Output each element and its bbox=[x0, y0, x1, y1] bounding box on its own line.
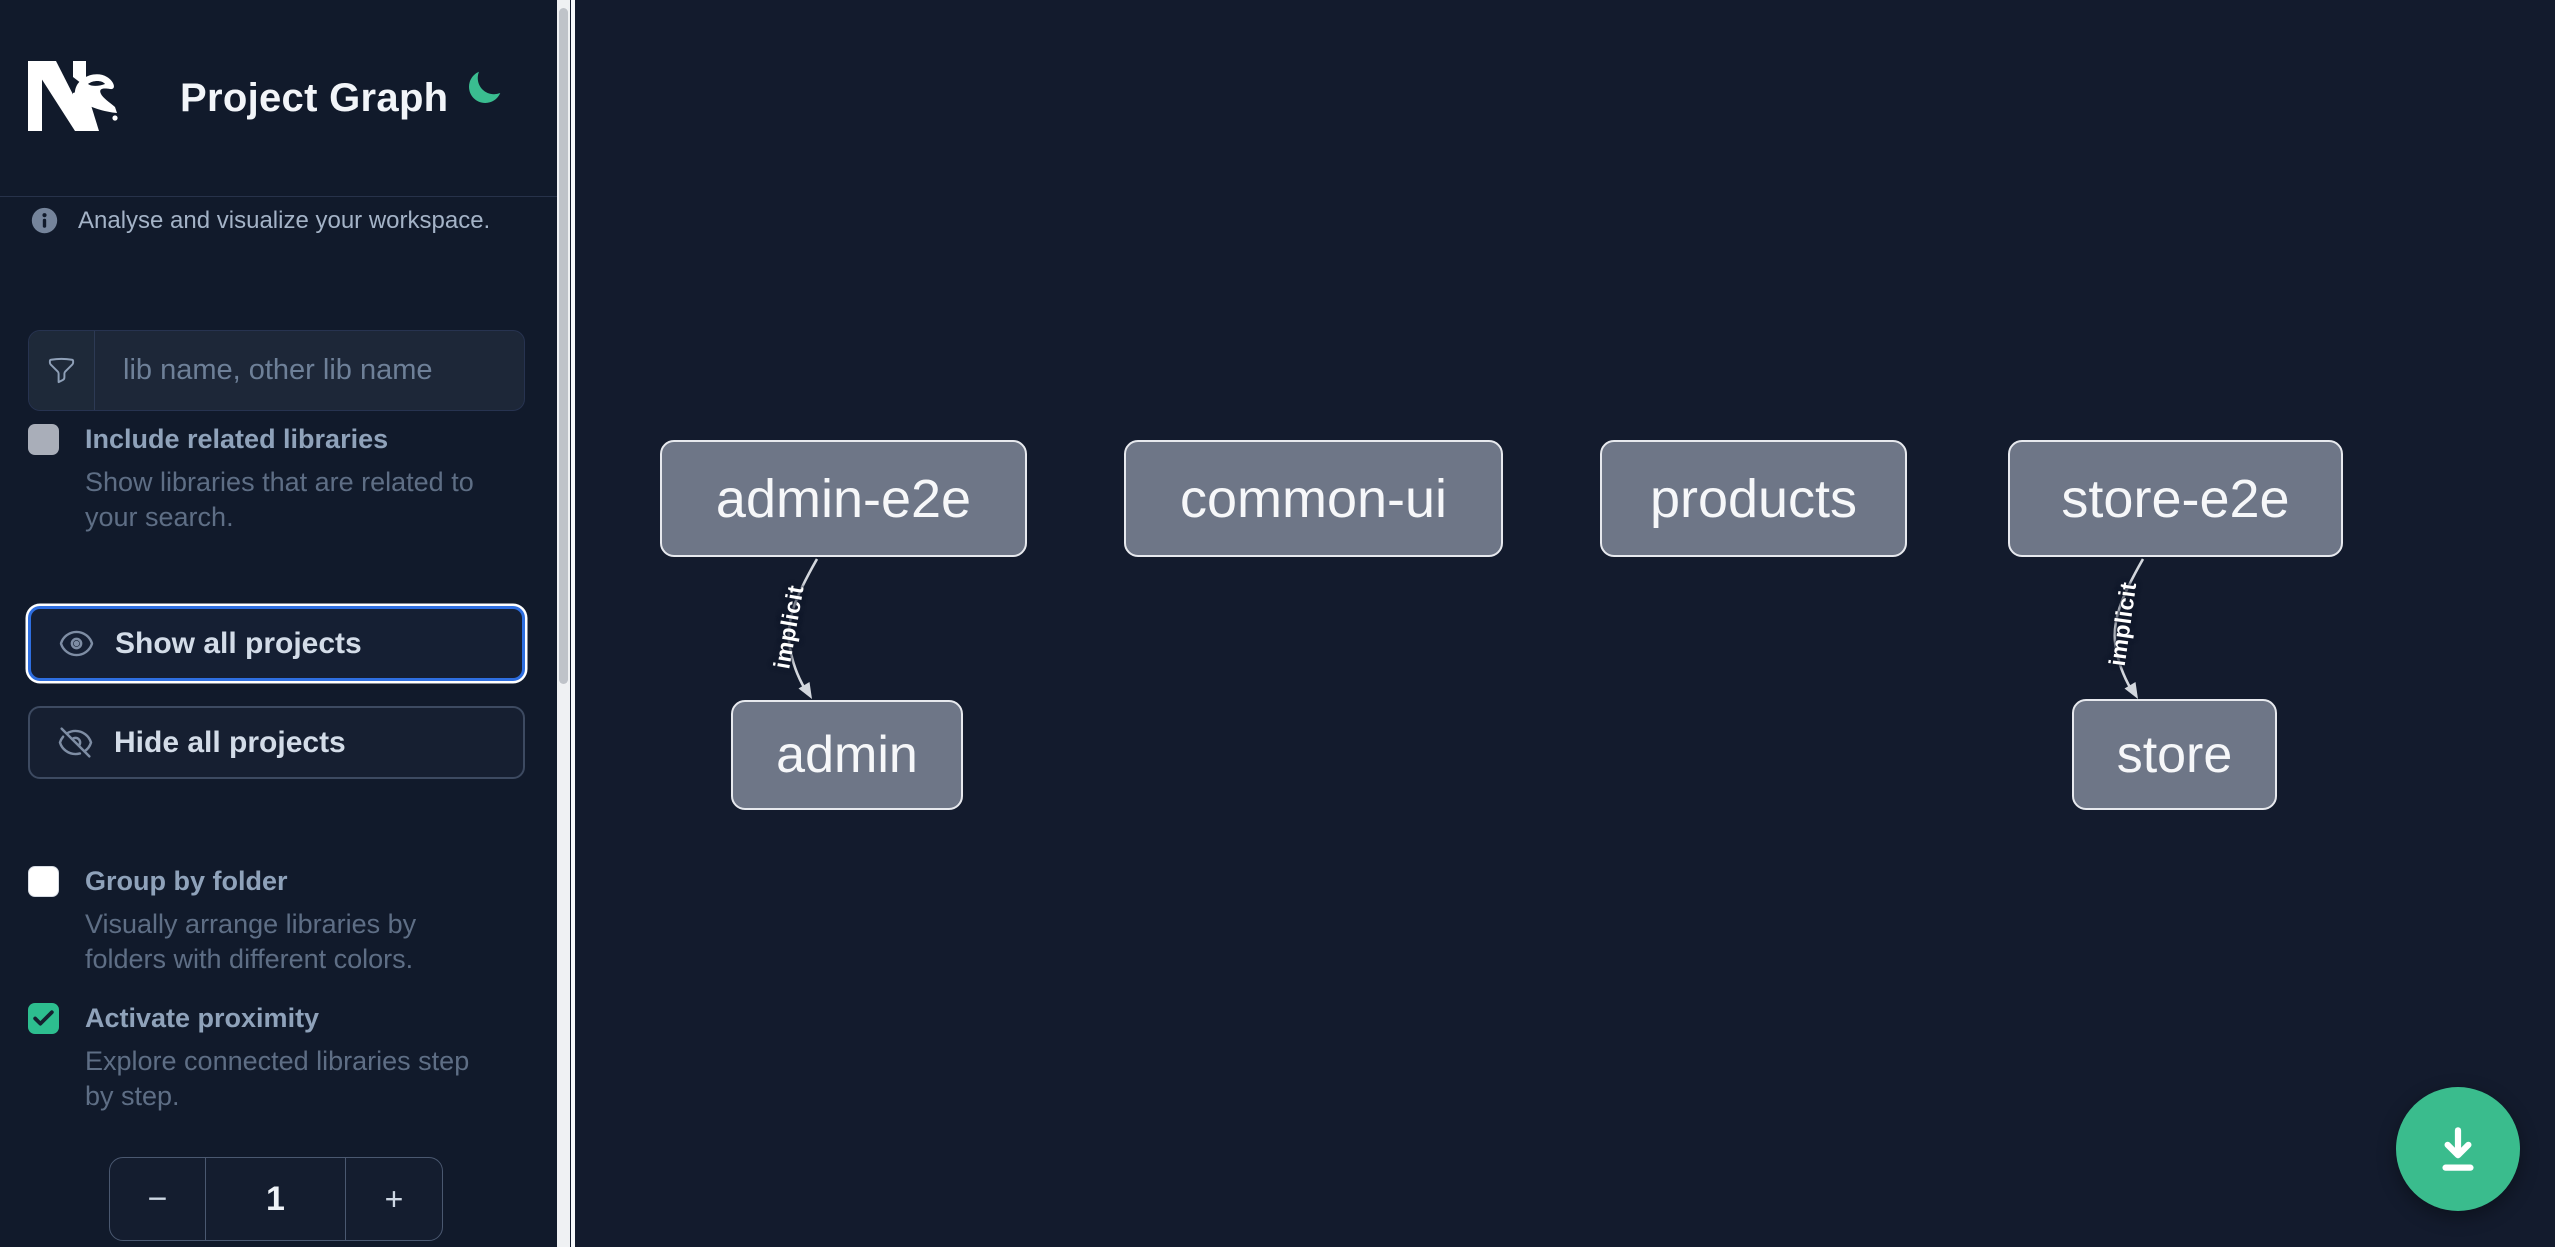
toggle-label: Group by folder bbox=[85, 866, 288, 896]
check-icon bbox=[33, 1010, 54, 1026]
download-icon bbox=[2442, 1127, 2474, 1171]
sidebar-header: Project Graph bbox=[0, 0, 557, 197]
info-icon bbox=[31, 207, 58, 234]
page-title: Project Graph bbox=[180, 76, 449, 120]
moon-icon bbox=[469, 71, 501, 103]
project-node-store-e2e[interactable]: store-e2e bbox=[2008, 440, 2343, 557]
checkbox-group-by-folder[interactable] bbox=[28, 866, 59, 897]
project-node-admin-e2e[interactable]: admin-e2e bbox=[660, 440, 1027, 557]
search-box bbox=[28, 330, 525, 411]
sidebar-scrollbar-thumb[interactable] bbox=[559, 8, 568, 684]
proximity-depth-stepper: − 1 + bbox=[109, 1157, 443, 1241]
toggle-activate-proximity: Activate proximity Explore connected lib… bbox=[28, 1003, 528, 1114]
show-all-projects-label: Show all projects bbox=[115, 626, 362, 660]
decrement-button[interactable]: − bbox=[110, 1158, 206, 1240]
show-all-projects-button[interactable]: Show all projects bbox=[28, 606, 525, 681]
search-icon-cell bbox=[29, 331, 95, 410]
eye-slash-icon bbox=[58, 727, 93, 758]
hide-all-projects-label: Hide all projects bbox=[114, 725, 346, 759]
project-node-products[interactable]: products bbox=[1600, 440, 1907, 557]
tagline-text: Analyse and visualize your workspace. bbox=[78, 206, 491, 234]
search-input[interactable] bbox=[95, 331, 524, 410]
tagline-row: Analyse and visualize your workspace. bbox=[30, 206, 490, 235]
toggle-label: Include related libraries bbox=[85, 424, 389, 454]
checkbox-activate-proximity[interactable] bbox=[28, 1003, 59, 1034]
toggle-label: Activate proximity bbox=[85, 1003, 320, 1033]
toggle-description: Explore connected libraries step by step… bbox=[85, 1046, 470, 1111]
funnel-icon bbox=[48, 357, 75, 384]
theme-toggle-button[interactable] bbox=[464, 68, 504, 108]
checkbox-include-related[interactable] bbox=[28, 424, 59, 455]
increment-button[interactable]: + bbox=[345, 1158, 442, 1240]
toggle-description: Visually arrange libraries by folders wi… bbox=[85, 909, 417, 974]
nx-logo-icon bbox=[28, 61, 118, 131]
toggle-include-related-libraries: Include related libraries Show libraries… bbox=[28, 424, 528, 535]
toggle-group-by-folder: Group by folder Visually arrange librari… bbox=[28, 866, 528, 977]
sidebar-scrollbar-track bbox=[557, 0, 570, 1247]
project-node-store[interactable]: store bbox=[2072, 699, 2277, 810]
project-node-admin[interactable]: admin bbox=[731, 700, 963, 810]
download-graph-button[interactable] bbox=[2396, 1087, 2520, 1211]
eye-icon bbox=[59, 630, 94, 657]
sidebar: Project Graph Analyse and visualize your… bbox=[0, 0, 557, 1247]
project-node-common-ui[interactable]: common-ui bbox=[1124, 440, 1503, 557]
toggle-description: Show libraries that are related to your … bbox=[85, 467, 474, 532]
graph-canvas[interactable] bbox=[575, 0, 2555, 1247]
hide-all-projects-button[interactable]: Hide all projects bbox=[28, 706, 525, 779]
proximity-depth-value: 1 bbox=[266, 1179, 285, 1218]
panel-divider bbox=[571, 0, 575, 1247]
